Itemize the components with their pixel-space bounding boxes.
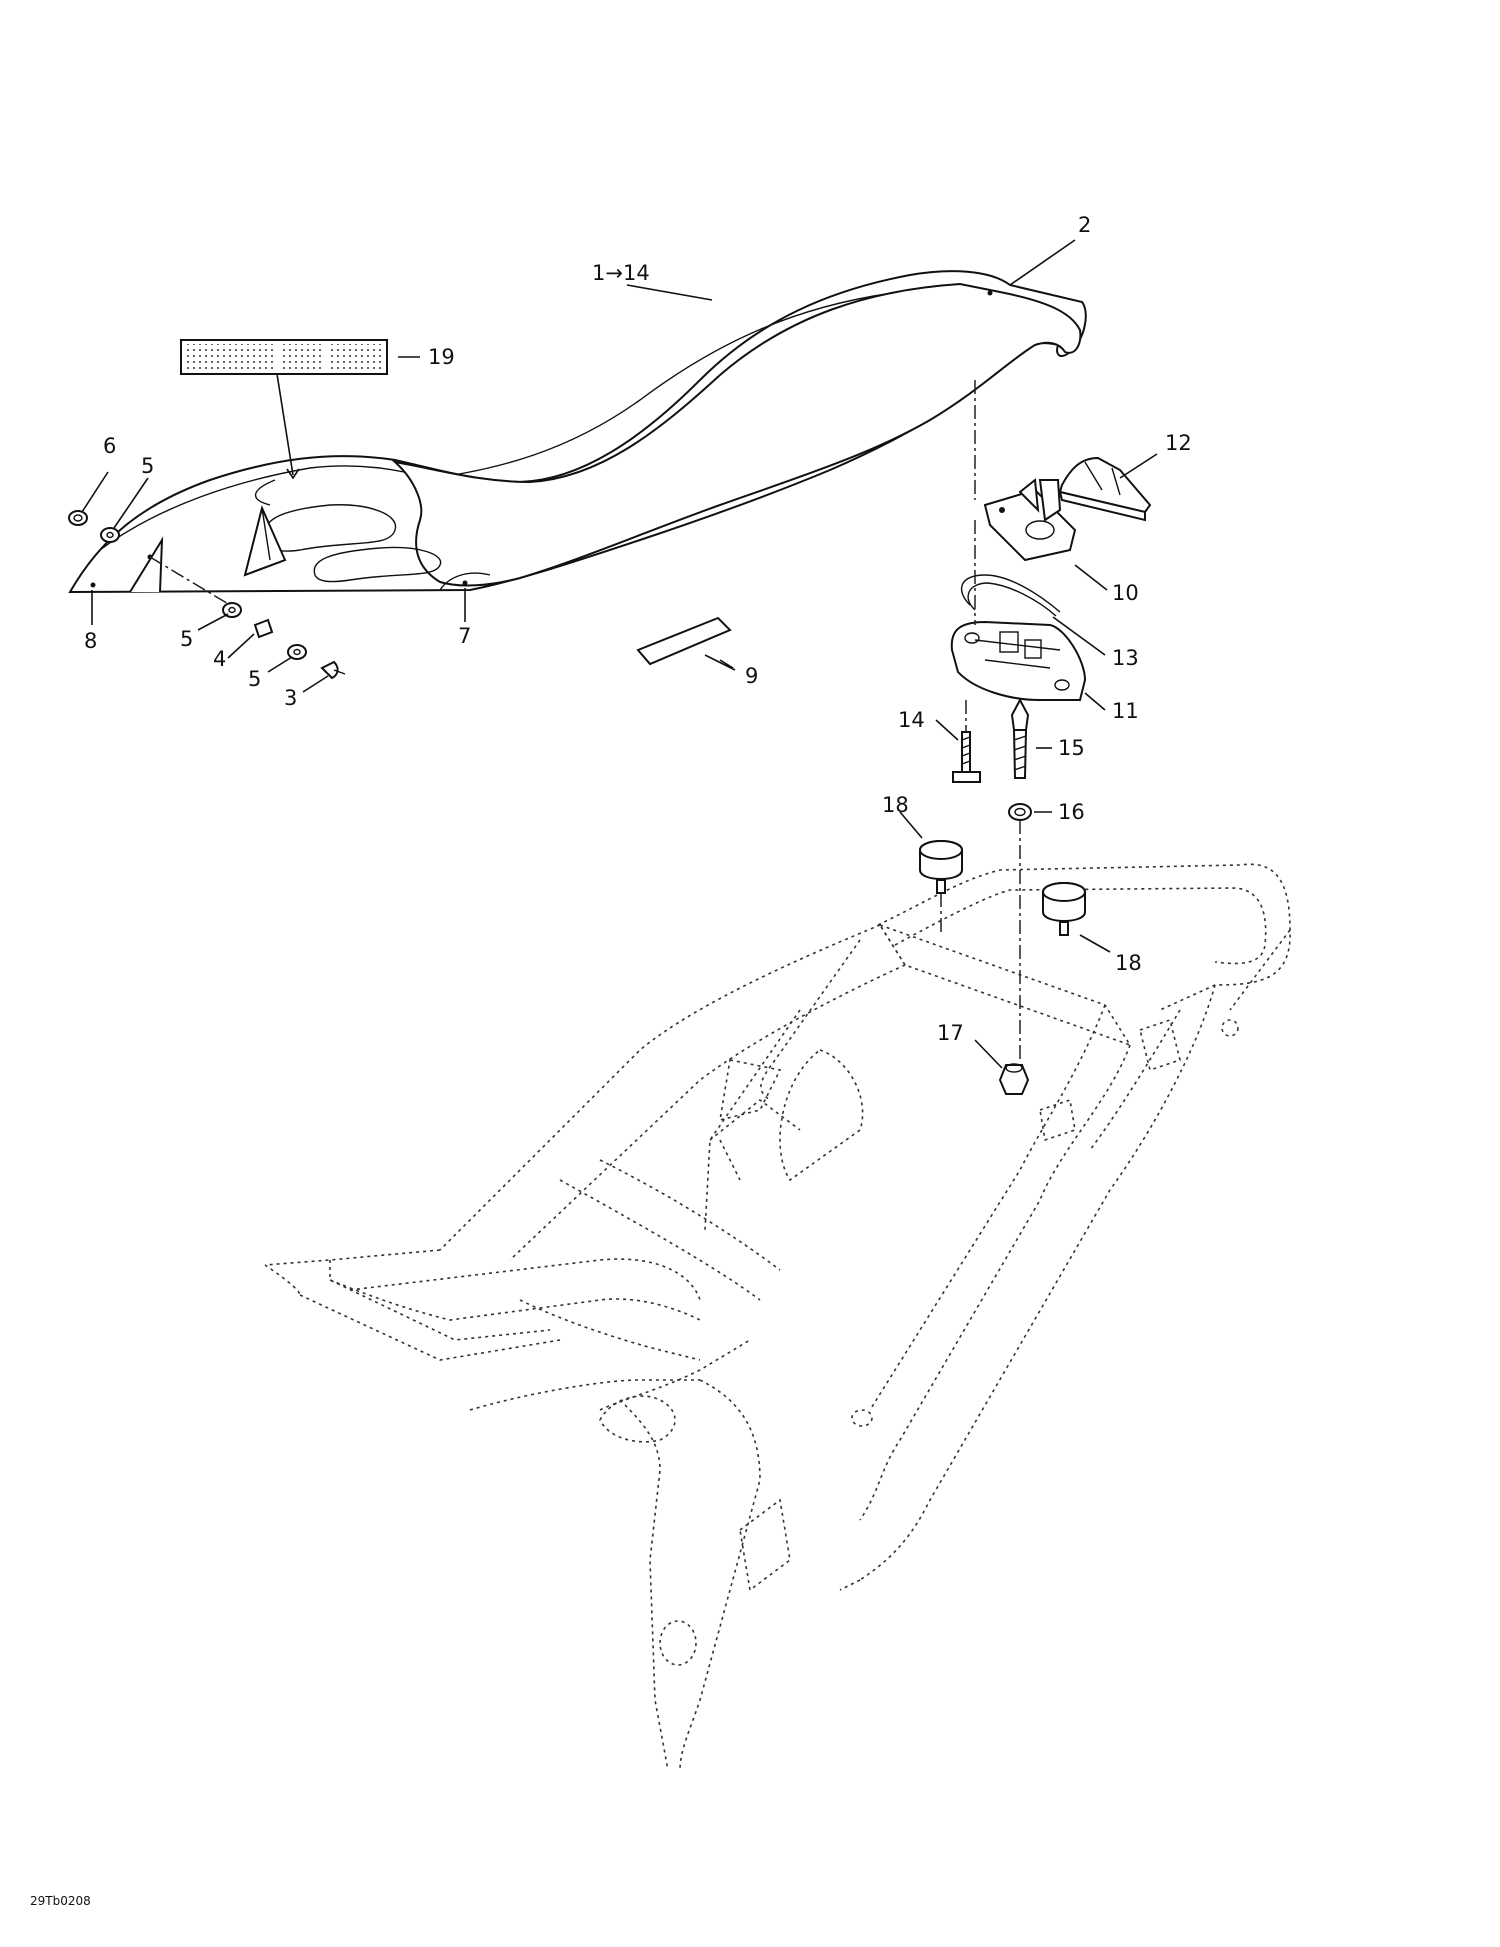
callout-5: 5	[180, 627, 193, 651]
leader-lines	[81, 239, 1158, 1069]
callout-11: 11	[1112, 699, 1139, 723]
callout-8: 8	[84, 629, 97, 653]
callout-4: 4	[213, 647, 226, 671]
callout-labels: 1→14 2 19 12 6 5 8 7 5 4 5 3 9 10 13 11 …	[84, 213, 1192, 1045]
decal-label-19	[180, 339, 388, 375]
bolt-14	[952, 731, 981, 783]
callout-6: 6	[103, 434, 116, 458]
callout-13: 13	[1112, 646, 1139, 670]
seat-assembly	[68, 270, 1087, 594]
callout-19: 19	[428, 345, 455, 369]
bumper-18-right	[1042, 882, 1086, 936]
bumper-18-left	[919, 840, 963, 894]
strap-9	[636, 616, 732, 666]
callout-1-14: 1→14	[592, 261, 650, 285]
callout-5: 5	[141, 454, 154, 478]
callout-14: 14	[898, 708, 925, 732]
callout-2: 2	[1078, 213, 1091, 237]
vehicle-frame-phantom	[264, 863, 1291, 1771]
callout-18: 18	[882, 793, 909, 817]
callout-3: 3	[284, 686, 297, 710]
callout-15: 15	[1058, 736, 1085, 760]
nut-16	[1008, 803, 1032, 821]
cable-13	[960, 574, 1061, 617]
callout-7: 7	[458, 624, 471, 648]
callout-16: 16	[1058, 800, 1085, 824]
callout-12: 12	[1165, 431, 1192, 455]
callout-9: 9	[745, 664, 758, 688]
base-11	[950, 620, 1087, 701]
callout-10: 10	[1112, 581, 1139, 605]
callout-18: 18	[1115, 951, 1142, 975]
callout-5: 5	[248, 667, 261, 691]
pin-15	[1010, 697, 1030, 779]
assembly-center-lines	[149, 380, 1021, 1060]
latch-12	[1058, 456, 1152, 522]
bracket-10	[983, 478, 1077, 562]
callout-17: 17	[937, 1021, 964, 1045]
diagram-code: 29Tb0208	[30, 1894, 91, 1908]
nut-17	[998, 1063, 1030, 1095]
